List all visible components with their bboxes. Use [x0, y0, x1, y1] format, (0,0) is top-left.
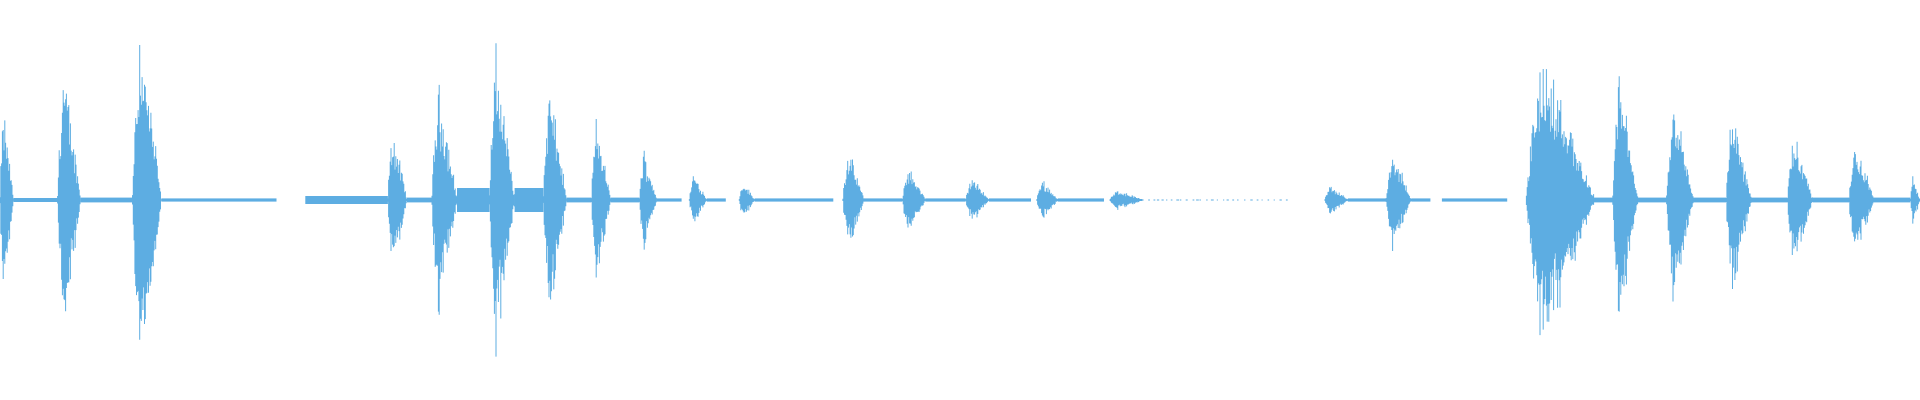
- waveform-segment: [1347, 198, 1387, 202]
- waveform-segment: [161, 198, 277, 202]
- waveform-segment: [1525, 69, 1595, 336]
- waveform-segment: [754, 198, 834, 202]
- waveform-segment: [1812, 197, 1849, 203]
- waveform-segment: [638, 150, 657, 250]
- waveform-segment: [132, 45, 162, 340]
- waveform-segment: [57, 90, 81, 312]
- waveform-segment: [1909, 176, 1920, 224]
- waveform-segment: [1411, 198, 1431, 202]
- waveform-segment: [431, 84, 458, 315]
- waveform-segment: [1848, 152, 1875, 242]
- waveform-segment: [489, 43, 515, 357]
- waveform-segment: [1593, 197, 1613, 203]
- waveform-segment: [1385, 159, 1412, 251]
- waveform-segment: [0, 120, 14, 279]
- waveform-segment: [387, 143, 407, 251]
- waveform-segment: [407, 197, 432, 203]
- waveform-segment: [80, 197, 133, 203]
- waveform-segment: [1787, 141, 1813, 255]
- waveform-segment: [457, 188, 490, 212]
- waveform-segment: [13, 198, 58, 202]
- waveform-segment: [688, 176, 707, 222]
- waveform-segment: [988, 198, 1031, 202]
- waveform-segment: [1873, 197, 1911, 203]
- waveform-segment: [1142, 199, 1288, 201]
- waveform-segment: [901, 171, 926, 228]
- waveform-segment: [1036, 181, 1059, 218]
- waveform-segment: [1693, 197, 1726, 203]
- waveform-segment: [610, 197, 640, 203]
- waveform-segment: [1057, 198, 1104, 202]
- waveform-segment: [1637, 197, 1667, 203]
- waveform-segment: [706, 198, 726, 202]
- waveform-segment: [1666, 114, 1694, 302]
- waveform-segment: [1612, 76, 1639, 312]
- waveform-segment: [656, 198, 682, 202]
- waveform-segment: [842, 159, 865, 238]
- waveform-segment: [590, 119, 612, 278]
- waveform-segment: [1324, 186, 1348, 214]
- waveform-segment: [1751, 197, 1788, 203]
- waveform-segment: [864, 198, 903, 202]
- waveform-segment: [514, 188, 544, 212]
- waveform-segment: [965, 180, 989, 219]
- waveform-segment: [925, 198, 966, 202]
- waveform-segment: [1441, 198, 1508, 202]
- waveform-segment: [1725, 128, 1752, 289]
- waveform-segment: [305, 196, 388, 204]
- waveform-segment: [542, 100, 567, 300]
- waveform-segment: [1109, 191, 1143, 210]
- waveform-segment: [738, 188, 755, 213]
- waveform-segment: [566, 197, 592, 203]
